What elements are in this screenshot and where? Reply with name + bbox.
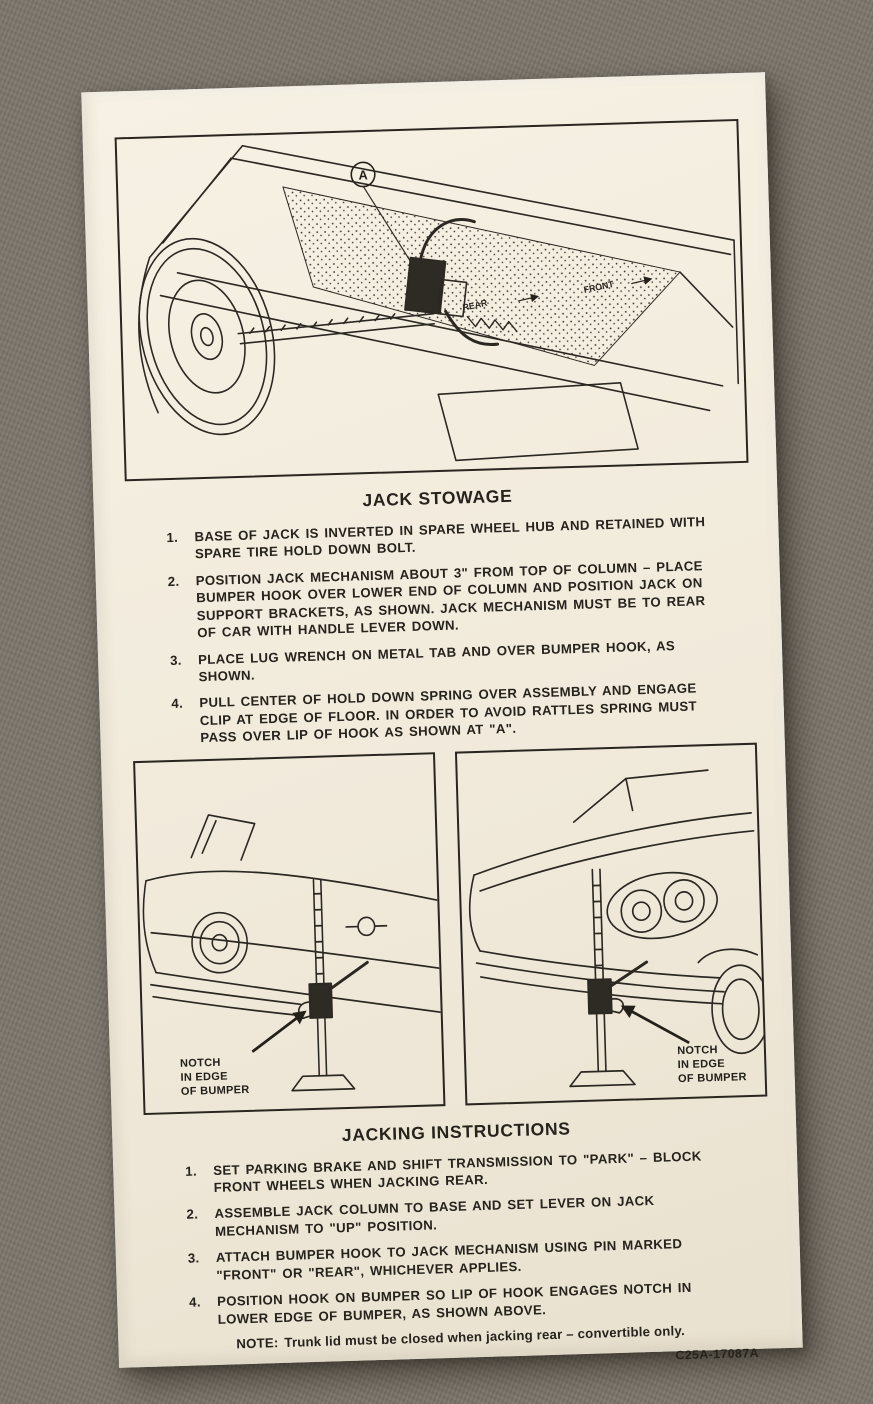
stowage-illustration-frame: A REAR FRONT xyxy=(114,118,749,482)
hold-down-spring xyxy=(466,316,518,333)
trunk-floor-panel xyxy=(437,382,639,462)
list-item: 1. SET PARKING BRAKE AND SHIFT TRANSMISS… xyxy=(185,1146,730,1197)
list-item: 3. PLACE LUG WRENCH ON METAL TAB AND OVE… xyxy=(170,635,715,686)
front-arrow-icon xyxy=(631,276,653,285)
item-text: POSITION JACK MECHANISM ABOUT 3" FROM TO… xyxy=(195,558,706,641)
rear-wheel xyxy=(697,948,766,1054)
rear-jack-illustration-right: NOTCH IN EDGE OF BUMPER xyxy=(454,742,768,1106)
list-item: 2. POSITION JACK MECHANISM ABOUT 3" FROM… xyxy=(168,557,714,643)
emblem xyxy=(345,916,388,936)
item-text: POSITION HOOK ON BUMPER SO LIP OF HOOK E… xyxy=(216,1280,692,1327)
car-body xyxy=(142,813,442,1016)
notch-arrow-icon xyxy=(620,1005,690,1044)
list-item: 4. PULL CENTER OF HOLD DOWN SPRING OVER … xyxy=(171,679,716,747)
jack-column xyxy=(237,312,435,345)
list-item: 2. ASSEMBLE JACK COLUMN TO BASE AND SET … xyxy=(186,1190,731,1241)
notch-caption-left: NOTCH IN EDGE OF BUMPER xyxy=(179,1056,250,1099)
item-number: 3. xyxy=(187,1250,200,1267)
label-a-text: A xyxy=(358,167,368,182)
jack-stowage-steps: 1. BASE OF JACK IS INVERTED IN SPARE WHE… xyxy=(166,513,716,748)
bumper-jack xyxy=(569,868,649,1087)
taillight xyxy=(191,911,248,974)
list-item: 3. ATTACH BUMPER HOOK TO JACK MECHANISM … xyxy=(188,1234,733,1285)
car-rear-side-drawing xyxy=(142,813,442,1092)
note-line: NOTE: Trunk lid must be closed when jacki… xyxy=(236,1320,774,1351)
list-item: 1. BASE OF JACK IS INVERTED IN SPARE WHE… xyxy=(166,513,711,564)
item-number: 2. xyxy=(186,1206,199,1223)
notch-caption-right: NOTCH IN EDGE OF BUMPER xyxy=(677,1043,747,1086)
list-item: 4. POSITION HOOK ON BUMPER SO LIP OF HOO… xyxy=(189,1278,734,1329)
item-number: 1. xyxy=(166,529,179,546)
jacking-instructions-title: JACKING INSTRUCTIONS xyxy=(341,1118,571,1145)
item-text: SET PARKING BRAKE AND SHIFT TRANSMISSION… xyxy=(213,1148,702,1196)
taillights xyxy=(606,871,718,939)
jacking-instructions-steps: 1. SET PARKING BRAKE AND SHIFT TRANSMISS… xyxy=(185,1146,734,1328)
rear-arrow-icon xyxy=(517,293,540,303)
spare-wheel xyxy=(138,237,276,436)
item-text: ATTACH BUMPER HOOK TO JACK MECHANISM USI… xyxy=(215,1236,683,1283)
trunk-mat xyxy=(282,186,681,366)
item-number: 3. xyxy=(169,652,183,668)
item-number: 4. xyxy=(188,1294,202,1310)
note-text: Trunk lid must be closed when jacking re… xyxy=(284,1323,686,1350)
item-number: 4. xyxy=(171,696,184,712)
bumper-jack xyxy=(291,878,369,1092)
jack-stowage-title: JACK STOWAGE xyxy=(362,485,513,511)
jack-stowage-drawing: A REAR FRONT xyxy=(138,144,740,462)
item-number: 2. xyxy=(167,573,180,589)
item-number: 1. xyxy=(185,1163,198,1179)
item-text: BASE OF JACK IS INVERTED IN SPARE WHEEL … xyxy=(194,514,706,562)
jack-mechanism xyxy=(404,218,500,347)
rear-jack-illustration-left: NOTCH IN EDGE OF BUMPER xyxy=(133,751,446,1115)
item-text: PLACE LUG WRENCH ON METAL TAB AND OVER B… xyxy=(197,637,676,685)
item-text: ASSEMBLE JACK COLUMN TO BASE AND SET LEV… xyxy=(214,1193,655,1239)
notch-arrow-icon xyxy=(251,1010,307,1053)
item-text: PULL CENTER OF HOLD DOWN SPRING OVER ASS… xyxy=(199,680,698,746)
car-rear-quarter-drawing xyxy=(468,768,766,1087)
label-a: A xyxy=(350,161,376,188)
instruction-card: A REAR FRONT JACK STOWAGE 1. BASE OF JAC… xyxy=(81,72,803,1368)
jacking-illustrations: NOTCH IN EDGE OF BUMPER xyxy=(133,742,768,1115)
note-label: NOTE: xyxy=(236,1335,279,1352)
